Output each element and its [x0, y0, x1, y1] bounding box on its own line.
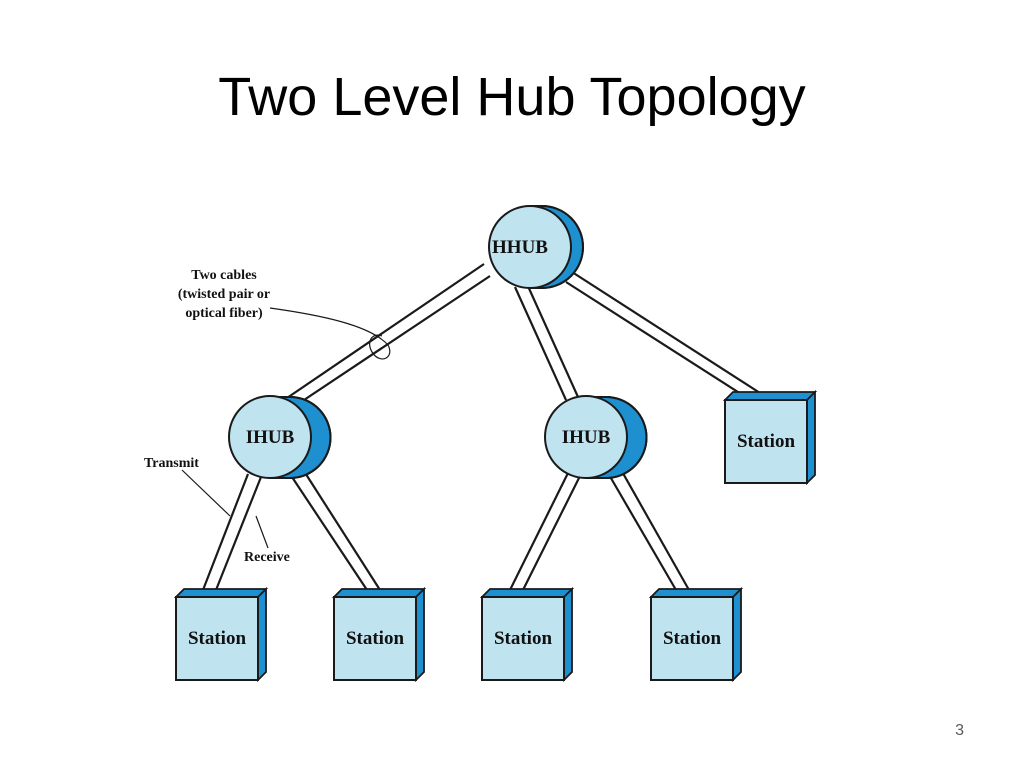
annotation-two-cables: Two cables (twisted pair or optical fibe… [178, 268, 270, 321]
station-label: Station [663, 628, 722, 649]
station-label: Station [188, 628, 247, 649]
leader-receive [255, 515, 269, 549]
station-bottom-2: Station [331, 586, 427, 683]
hub-label: IHUB [562, 427, 611, 448]
hub-label: IHUB [246, 427, 295, 448]
annotation-line: optical fiber) [185, 306, 263, 321]
leader-transmit [181, 469, 231, 517]
cable-hhub-station-right [565, 271, 761, 402]
annotation-leaders [181, 307, 391, 549]
station-bottom-1: Station [173, 586, 269, 683]
hub-hhub: HHUB [488, 205, 584, 289]
annotation-line: Two cables [191, 268, 257, 283]
cable-hhub-ihub-left [286, 263, 491, 407]
station-label: Station [494, 628, 553, 649]
cable-ihub-left-station-1 [201, 473, 263, 591]
annotation-line: (twisted pair or [178, 287, 270, 302]
cables [201, 263, 761, 591]
slide-title: Two Level Hub Topology [218, 67, 806, 127]
station-bottom-4: Station [648, 586, 744, 683]
station-label: Station [737, 431, 796, 452]
cable-ihub-right-station-4 [607, 467, 690, 591]
station-label: Station [346, 628, 405, 649]
cable-ihub-right-station-3 [509, 472, 581, 591]
annotation-transmit: Transmit [144, 456, 199, 471]
leader-two-cables [269, 307, 391, 360]
station-bottom-3: Station [479, 586, 575, 683]
hub-ihub-right: IHUB [544, 395, 648, 479]
station-right-top: Station [722, 389, 818, 486]
page-number: 3 [955, 722, 964, 739]
hub-label: HHUB [492, 237, 548, 258]
hub-ihub-left: IHUB [228, 395, 332, 479]
annotation-receive: Receive [244, 550, 290, 565]
cable-ihub-left-station-2 [289, 467, 381, 591]
cable-hhub-ihub-right [513, 283, 580, 401]
